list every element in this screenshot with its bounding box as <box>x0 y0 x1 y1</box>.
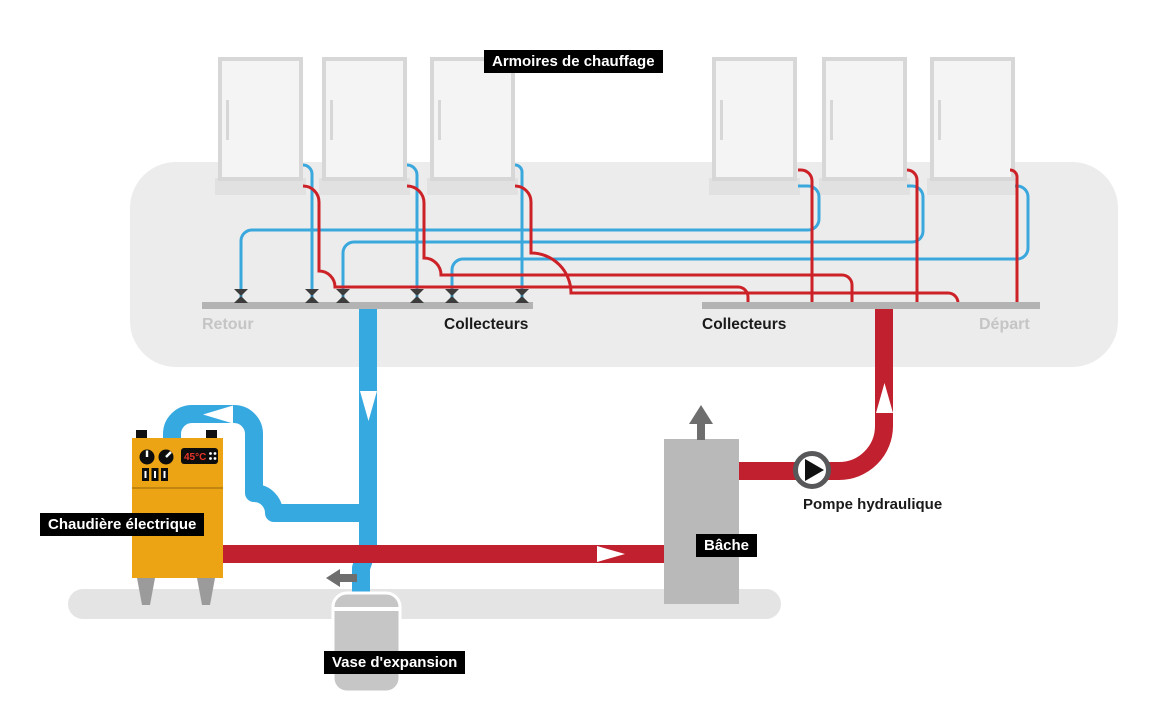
flow-arrow-right-icon <box>597 546 625 562</box>
flow-arrow-up-icon <box>876 383 893 413</box>
arrow-left-icon <box>326 569 340 587</box>
cabinet-handle <box>720 100 723 140</box>
supply-pipe <box>514 184 960 304</box>
boiler-display-value: 45°C <box>184 452 206 463</box>
valve-icon <box>410 289 424 303</box>
return-pipe <box>239 184 821 302</box>
return-pipe <box>514 163 524 302</box>
boiler-leg <box>137 578 155 605</box>
boiler-leg <box>197 578 215 605</box>
display-dot <box>209 452 212 455</box>
return-pipe <box>341 184 925 302</box>
cabinet-handle <box>830 100 833 140</box>
cabinet-door <box>430 57 515 181</box>
collector-bar-supply <box>702 302 1040 309</box>
label-armoires-de-chauffage: Armoires de chauffage <box>484 50 663 73</box>
collector-bar-return <box>202 302 533 309</box>
cabinet-handle <box>938 100 941 140</box>
cabinet-base <box>215 178 306 195</box>
drain-arrow <box>326 569 357 587</box>
heating-cabinet <box>319 57 410 195</box>
label-vase-expansion: Vase d'expansion <box>324 651 466 674</box>
pump-rotor-icon <box>805 459 824 481</box>
switch-lever <box>154 471 156 478</box>
expansion-vessel <box>331 591 402 694</box>
boiler-top-lug <box>206 430 217 439</box>
heating-cabinet <box>819 57 910 195</box>
cabinet-handle <box>438 100 441 140</box>
heating-cabinet <box>927 57 1018 195</box>
boiler-top-lug <box>136 430 147 439</box>
heating-cabinet <box>215 57 306 195</box>
vent-arrow-up-icon <box>689 405 713 424</box>
tank-body <box>664 439 739 604</box>
return-pipe <box>450 184 1030 302</box>
valve-icon <box>234 289 248 303</box>
valve-icon <box>305 289 319 303</box>
display-dot <box>209 457 212 460</box>
boiler-display <box>181 448 218 464</box>
label-collecteurs-right: Collecteurs <box>702 316 787 333</box>
label-bache: Bâche <box>696 534 758 557</box>
cabinet-door <box>822 57 907 181</box>
cabinet-handle <box>226 100 229 140</box>
supply-pipe <box>798 168 814 302</box>
return-pipe <box>406 163 419 302</box>
supply-pipe <box>906 168 919 302</box>
cabinet-base <box>927 178 1018 195</box>
pump-riser-pipe <box>739 305 893 480</box>
vessel-seam <box>333 607 400 611</box>
floor-slab <box>68 589 781 619</box>
cabinet-door <box>322 57 407 181</box>
valve-icon <box>336 289 350 303</box>
flow-arrow-down-icon <box>360 391 377 421</box>
knob-pointer <box>165 451 172 458</box>
label-retour: Retour <box>202 316 254 333</box>
display-dot <box>213 452 217 455</box>
arrow-left-shaft <box>340 574 357 582</box>
label-pompe-hydraulique: Pompe hydraulique <box>803 496 943 513</box>
cabinet-base <box>319 178 410 195</box>
cabinet-base <box>819 178 910 195</box>
label-chaudiere-electrique: Chaudière électrique <box>40 513 205 536</box>
boiler-return-pipe <box>163 405 362 522</box>
cabinet-door <box>712 57 797 181</box>
cabinet-base <box>427 178 518 195</box>
supply-pipe <box>1009 168 1019 302</box>
display-dot <box>213 457 217 460</box>
valve-icon <box>515 289 529 303</box>
label-depart: Départ <box>979 316 1030 333</box>
hydraulic-pump <box>793 451 831 489</box>
return-pipe <box>302 163 314 302</box>
supply-pipe <box>302 184 750 302</box>
cabinet-door <box>930 57 1015 181</box>
label-collecteurs-left: Collecteurs <box>444 316 529 333</box>
electric-boiler: 45°C <box>132 430 223 605</box>
supply-pipe <box>406 184 854 302</box>
vent-arrow-shaft <box>697 424 705 440</box>
valve-icon <box>445 289 459 303</box>
cabinet-door <box>218 57 303 181</box>
heating-cabinet <box>427 57 518 195</box>
cabinet-base <box>709 178 800 195</box>
switch-lever <box>163 471 166 478</box>
flow-arrow-left-icon <box>203 405 233 424</box>
cabinet-handle <box>330 100 333 140</box>
buffer-tank <box>664 405 739 604</box>
switch-lever <box>144 471 147 478</box>
heating-cabinet <box>709 57 800 195</box>
